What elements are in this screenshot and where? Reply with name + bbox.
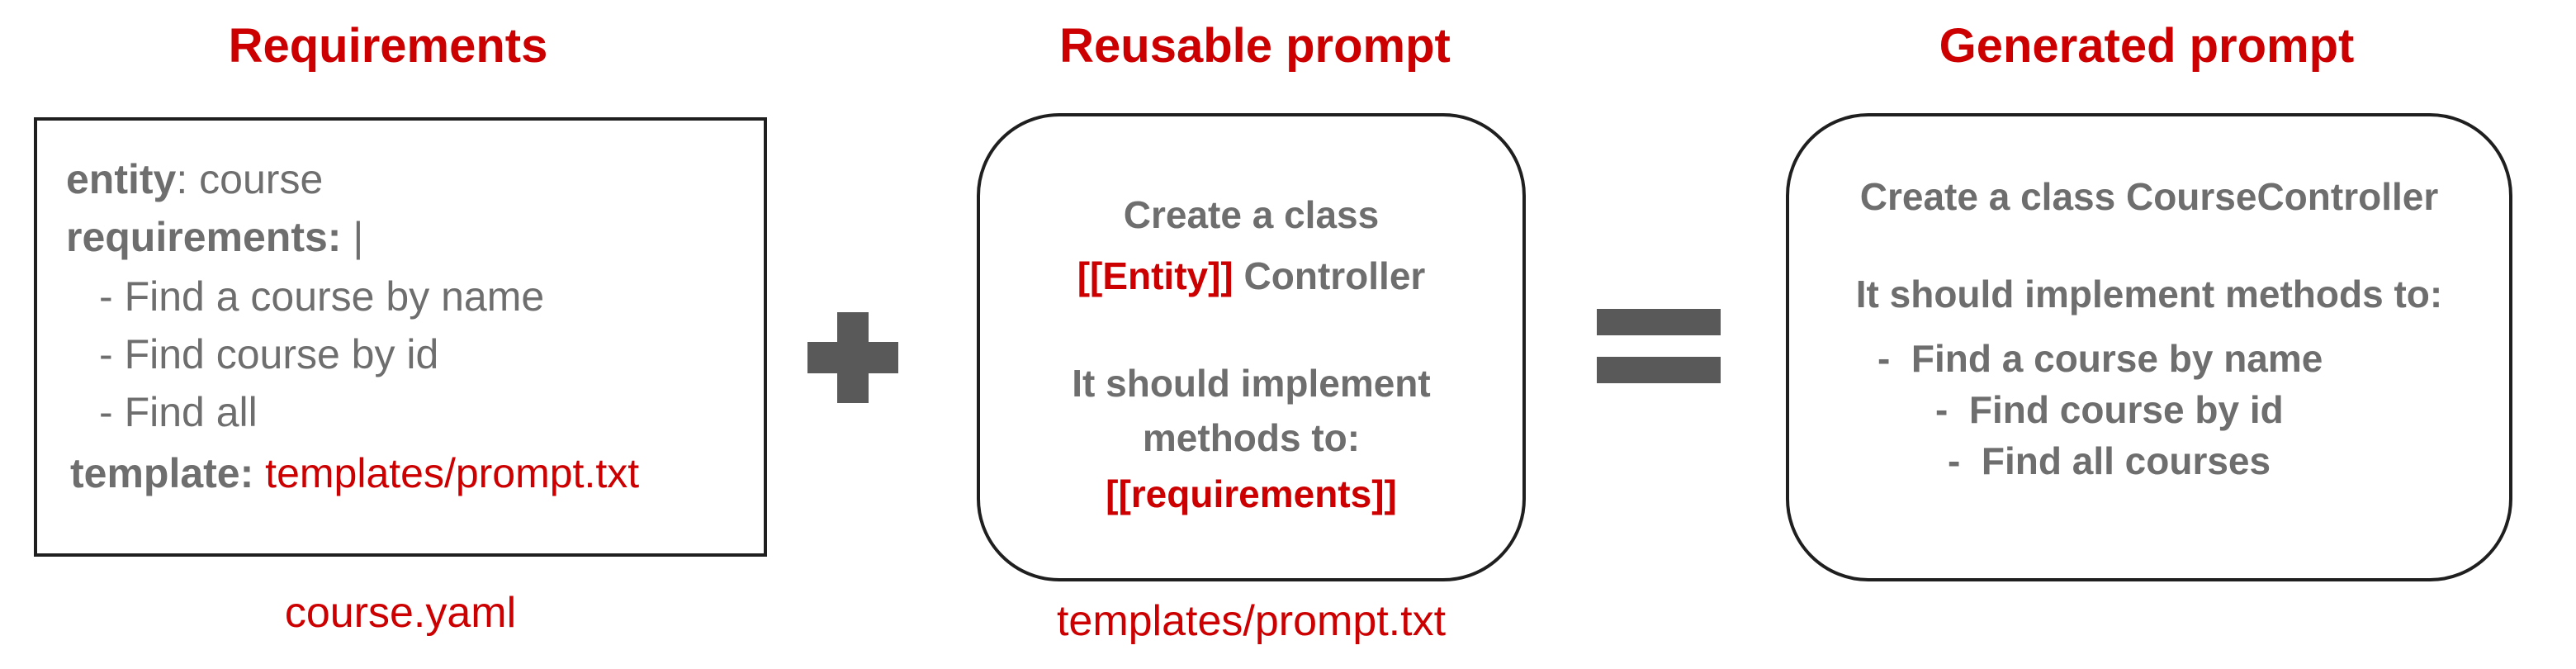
entity-placeholder: [[Entity]] — [1077, 254, 1234, 297]
requirements-placeholder: [[requirements]] — [1106, 472, 1397, 515]
course-yaml-caption: course.yaml — [284, 589, 517, 637]
controller-text: Controller — [1243, 254, 1426, 297]
reusable-line-create: Create a class — [1123, 193, 1380, 236]
reusable-prompt-box: Create a class [[Entity]] Controller It … — [977, 113, 1526, 581]
generated-prompt-heading: Generated prompt — [1939, 19, 2355, 73]
template-path-caption: templates/prompt.txt — [1056, 597, 1447, 645]
yaml-requirement-item: - Find a course by name — [99, 273, 545, 320]
yaml-requirement-item: - Find course by id — [99, 331, 439, 377]
generated-line-implement: It should implement methods to: — [1855, 273, 2443, 316]
entity-separator: : — [176, 156, 188, 202]
entity-value: course — [199, 156, 324, 202]
requirements-pipe: | — [353, 214, 364, 260]
generated-prompt-box: Create a class CourseController It shoul… — [1786, 113, 2512, 581]
reusable-line-class-name: [[Entity]] Controller — [980, 254, 1522, 298]
requirements-heading: Requirements — [228, 19, 548, 73]
generated-requirement-item: - Find course by id — [1935, 388, 2284, 431]
requirements-key: requirements: — [66, 214, 342, 260]
entity-key: entity — [66, 156, 177, 202]
generated-requirement-item: - Find all courses — [1948, 439, 2271, 482]
template-key: template: — [70, 450, 254, 496]
template-line: template: templates/prompt.txt — [70, 449, 639, 497]
equals-icon — [1597, 309, 1721, 383]
reusable-prompt-heading: Reusable prompt — [1059, 19, 1451, 73]
requirements-line: requirements: | — [66, 213, 363, 261]
generated-line-create: Create a class CourseController — [1859, 175, 2439, 218]
entity-line: entity: course — [66, 155, 323, 203]
course-yaml-box: entity: course requirements: | - Find a … — [34, 117, 767, 557]
reusable-line-methods: methods to: — [1142, 416, 1361, 459]
yaml-requirement-item: - Find all — [99, 389, 258, 435]
reusable-line-implement: It should implement — [1072, 362, 1431, 405]
template-path: templates/prompt.txt — [265, 450, 640, 496]
generated-requirement-item: - Find a course by name — [1878, 337, 2323, 380]
plus-icon — [807, 312, 898, 403]
